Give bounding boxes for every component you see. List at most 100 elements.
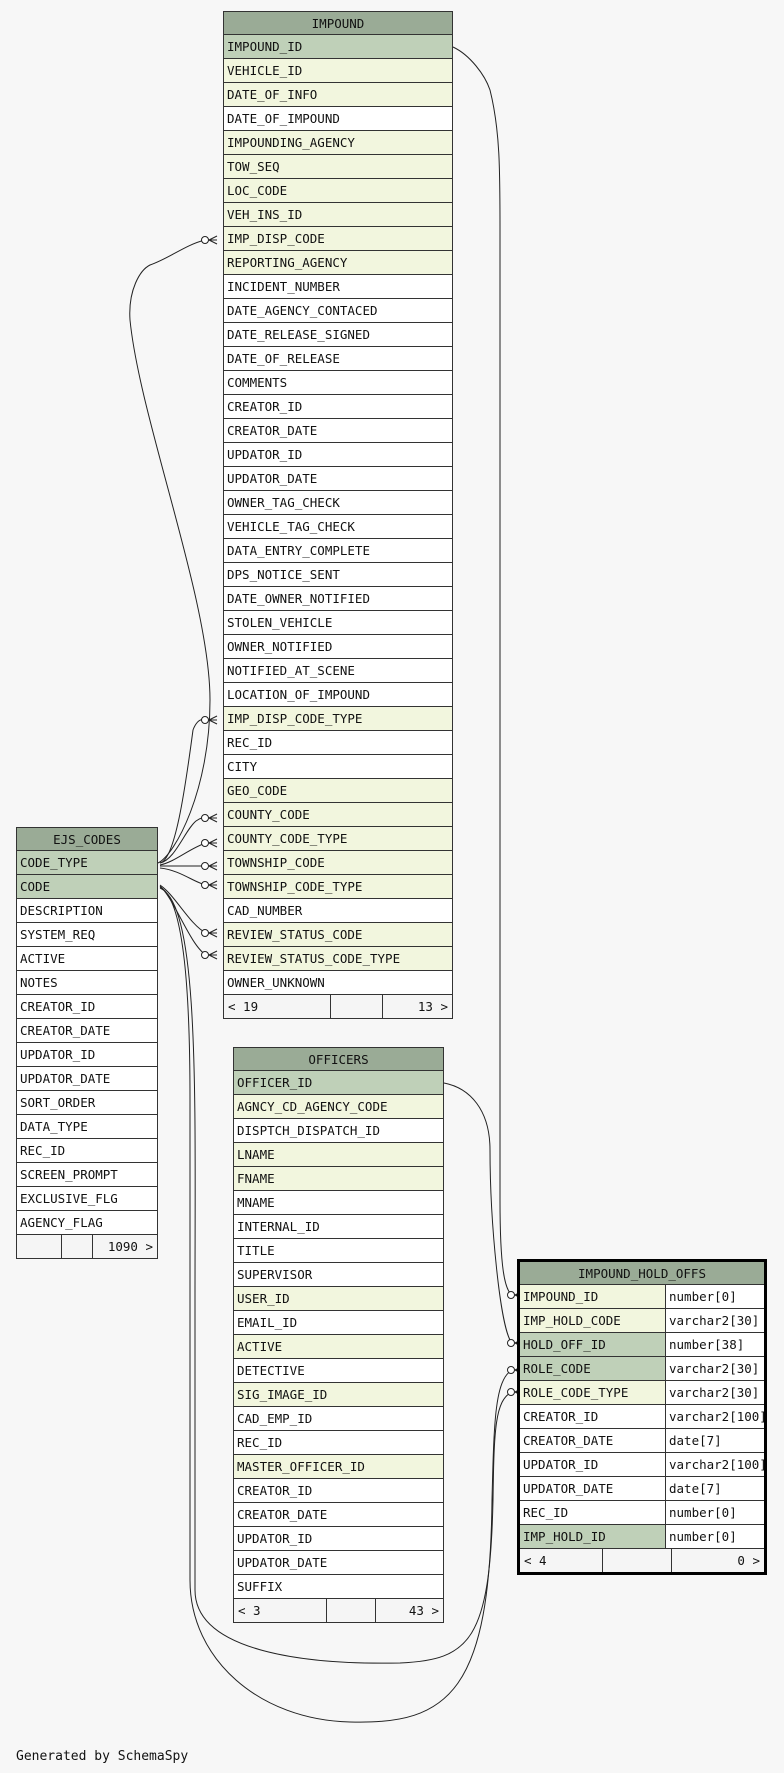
- column-row[interactable]: STOLEN_VEHICLE: [224, 611, 452, 635]
- column-row[interactable]: TOWNSHIP_CODE: [224, 851, 452, 875]
- children-count[interactable]: 13 >: [382, 995, 452, 1018]
- column-row[interactable]: SUPERVISOR: [234, 1263, 443, 1287]
- column-row[interactable]: CAD_NUMBER: [224, 899, 452, 923]
- column-row[interactable]: SUFFIX: [234, 1575, 443, 1599]
- column-row[interactable]: MNAME: [234, 1191, 443, 1215]
- column-row[interactable]: IMP_DISP_CODE: [224, 227, 452, 251]
- column-row[interactable]: VEHICLE_ID: [224, 59, 452, 83]
- column-row[interactable]: VEH_INS_ID: [224, 203, 452, 227]
- column-row[interactable]: REVIEW_STATUS_CODE: [224, 923, 452, 947]
- column-row[interactable]: COMMENTS: [224, 371, 452, 395]
- column-row[interactable]: UPDATOR_DATE: [17, 1067, 157, 1091]
- column-row[interactable]: CREATOR_ID: [17, 995, 157, 1019]
- column-row[interactable]: OFFICER_ID: [234, 1071, 443, 1095]
- children-count[interactable]: 43 >: [375, 1599, 443, 1622]
- column-row[interactable]: IMPOUNDING_AGENCY: [224, 131, 452, 155]
- column-row[interactable]: AGENCY_FLAG: [17, 1211, 157, 1235]
- column-row[interactable]: TOW_SEQ: [224, 155, 452, 179]
- column-row[interactable]: TOWNSHIP_CODE_TYPE: [224, 875, 452, 899]
- column-row[interactable]: OWNER_TAG_CHECK: [224, 491, 452, 515]
- column-row[interactable]: IMP_DISP_CODE_TYPE: [224, 707, 452, 731]
- column-row[interactable]: DATE_OF_IMPOUND: [224, 107, 452, 131]
- children-count[interactable]: 1090 >: [92, 1235, 157, 1258]
- column-row[interactable]: CITY: [224, 755, 452, 779]
- column-row[interactable]: INTERNAL_ID: [234, 1215, 443, 1239]
- column-row[interactable]: FNAME: [234, 1167, 443, 1191]
- children-count[interactable]: 0 >: [671, 1549, 764, 1572]
- column-row[interactable]: DPS_NOTICE_SENT: [224, 563, 452, 587]
- column-row[interactable]: DISPTCH_DISPATCH_ID: [234, 1119, 443, 1143]
- column-row[interactable]: CREATOR_ID: [234, 1479, 443, 1503]
- column-row[interactable]: REPORTING_AGENCY: [224, 251, 452, 275]
- column-row[interactable]: DATE_OF_RELEASE: [224, 347, 452, 371]
- column-row[interactable]: TITLE: [234, 1239, 443, 1263]
- column-row[interactable]: UPDATOR_DATE: [224, 467, 452, 491]
- column-row[interactable]: CODE: [17, 875, 157, 899]
- column-row[interactable]: REC_ID: [234, 1431, 443, 1455]
- parents-count[interactable]: < 3: [238, 1603, 261, 1618]
- column-row[interactable]: LOC_CODE: [224, 179, 452, 203]
- column-row[interactable]: GEO_CODE: [224, 779, 452, 803]
- column-row[interactable]: EMAIL_ID: [234, 1311, 443, 1335]
- column-row[interactable]: SORT_ORDER: [17, 1091, 157, 1115]
- column-row[interactable]: UPDATOR_DATE: [234, 1551, 443, 1575]
- column-row[interactable]: REVIEW_STATUS_CODE_TYPE: [224, 947, 452, 971]
- column-row[interactable]: DATA_ENTRY_COMPLETE: [224, 539, 452, 563]
- column-row[interactable]: CREATOR_DATE: [234, 1503, 443, 1527]
- column-row[interactable]: REC_ID: [17, 1139, 157, 1163]
- column-row[interactable]: EXCLUSIVE_FLG: [17, 1187, 157, 1211]
- column-row[interactable]: OWNER_NOTIFIED: [224, 635, 452, 659]
- column-row[interactable]: NOTIFIED_AT_SCENE: [224, 659, 452, 683]
- parents-count[interactable]: [17, 1235, 61, 1258]
- column-row[interactable]: CREATOR_DATE: [224, 419, 452, 443]
- column-row[interactable]: SIG_IMAGE_ID: [234, 1383, 443, 1407]
- column-row[interactable]: UPDATOR_ID: [234, 1527, 443, 1551]
- column-row[interactable]: SCREEN_PROMPT: [17, 1163, 157, 1187]
- column-row[interactable]: LOCATION_OF_IMPOUND: [224, 683, 452, 707]
- column-row[interactable]: CREATOR_DATE: [17, 1019, 157, 1043]
- column-row[interactable]: COUNTY_CODE_TYPE: [224, 827, 452, 851]
- column-row[interactable]: DATA_TYPE: [17, 1115, 157, 1139]
- column-row[interactable]: CREATOR_ID: [224, 395, 452, 419]
- column-row[interactable]: COUNTY_CODE: [224, 803, 452, 827]
- column-row[interactable]: IMPOUND_ID: [224, 35, 452, 59]
- column-row[interactable]: LNAME: [234, 1143, 443, 1167]
- column-row[interactable]: DESCRIPTION: [17, 899, 157, 923]
- column-row[interactable]: AGNCY_CD_AGENCY_CODE: [234, 1095, 443, 1119]
- column-row[interactable]: DATE_OF_INFO: [224, 83, 452, 107]
- column-row[interactable]: OWNER_UNKNOWN: [224, 971, 452, 995]
- column-row[interactable]: INCIDENT_NUMBER: [224, 275, 452, 299]
- column-row[interactable]: ACTIVE: [234, 1335, 443, 1359]
- parents-count[interactable]: < 4: [524, 1553, 547, 1568]
- column-row[interactable]: VEHICLE_TAG_CHECK: [224, 515, 452, 539]
- column-row[interactable]: SYSTEM_REQ: [17, 923, 157, 947]
- column-row[interactable]: REC_ID: [224, 731, 452, 755]
- column-row[interactable]: DATE_RELEASE_SIGNED: [224, 323, 452, 347]
- parents-count[interactable]: < 19: [228, 999, 259, 1014]
- column-row[interactable]: MASTER_OFFICER_ID: [234, 1455, 443, 1479]
- column-row[interactable]: UPDATOR_ID: [224, 443, 452, 467]
- column-row[interactable]: UPDATOR_ID: [17, 1043, 157, 1067]
- column-row[interactable]: ACTIVE: [17, 947, 157, 971]
- column-row[interactable]: USER_ID: [234, 1287, 443, 1311]
- column-row[interactable]: NOTES: [17, 971, 157, 995]
- column-row[interactable]: CAD_EMP_ID: [234, 1407, 443, 1431]
- column-row[interactable]: DATE_AGENCY_CONTACED: [224, 299, 452, 323]
- column-row[interactable]: CODE_TYPE: [17, 851, 157, 875]
- column-row[interactable]: DATE_OWNER_NOTIFIED: [224, 587, 452, 611]
